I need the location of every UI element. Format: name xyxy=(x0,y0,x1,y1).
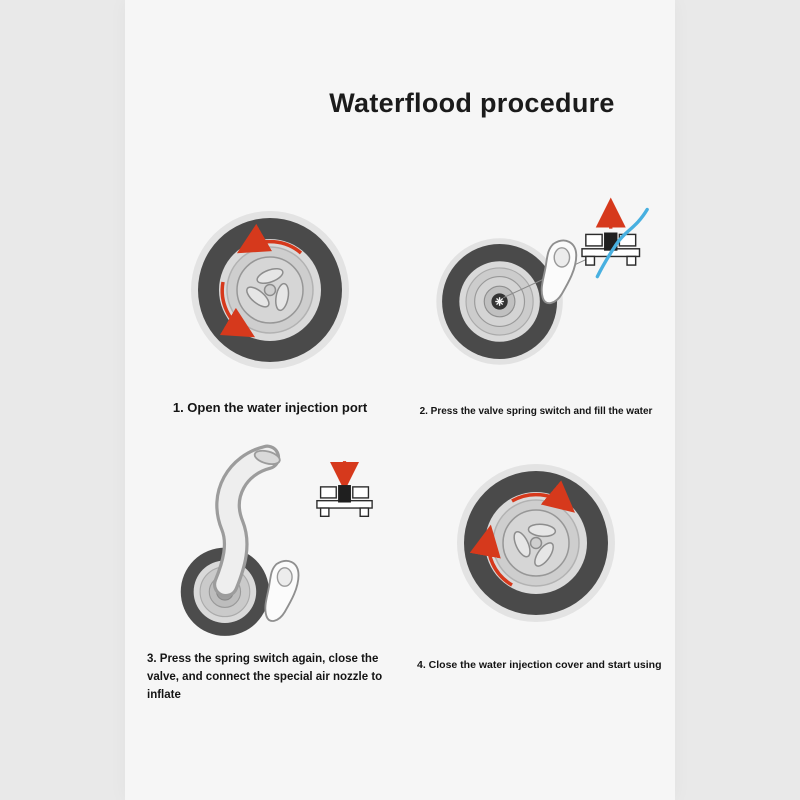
hub-cap xyxy=(502,509,570,577)
wheel-open-port-illustration xyxy=(191,211,349,369)
hose-inflate-illustration xyxy=(180,444,373,636)
step-4-cell: 4. Close the water injection cover and s… xyxy=(403,443,669,704)
step-4-caption: 4. Close the water injection cover and s… xyxy=(417,659,662,671)
valve-plug xyxy=(338,485,351,503)
step-1-illustration xyxy=(155,190,385,390)
valve-cross-section-icon xyxy=(316,486,373,518)
open-valve-cap xyxy=(264,560,300,622)
hub-cap xyxy=(236,256,304,324)
step-3-caption: 3. Press the spring switch again, close … xyxy=(147,653,383,701)
step-2-cell: 2. Press the valve spring switch and fil… xyxy=(403,190,669,417)
step-2-illustration xyxy=(421,190,651,390)
step-1-caption: 1. Open the water injection port xyxy=(172,400,368,415)
rotation-arrows-icon xyxy=(219,223,303,338)
step-3-illustration xyxy=(155,443,385,643)
valve-star-icon xyxy=(495,297,504,306)
rotation-arrows-icon xyxy=(469,480,576,587)
step-3-cell: 3. Press the spring switch again, close … xyxy=(137,443,403,704)
steps-grid: 1. Open the water injection port xyxy=(137,190,669,704)
step-1-cell: 1. Open the water injection port xyxy=(137,190,403,417)
step-2-caption: 2. Press the valve spring switch and fil… xyxy=(419,406,653,417)
air-hose xyxy=(212,444,281,598)
page-title: Waterflood procedure xyxy=(329,88,615,118)
hub-slots xyxy=(513,523,557,567)
wheel-close-cover-illustration xyxy=(457,464,615,622)
open-valve-cap xyxy=(540,239,578,305)
water-flow-icon xyxy=(595,207,649,279)
valve-fill-water-illustration xyxy=(436,197,649,365)
instruction-panel: Waterflood procedure xyxy=(125,0,675,800)
hub-slots xyxy=(246,267,290,312)
step-4-illustration xyxy=(421,443,651,643)
